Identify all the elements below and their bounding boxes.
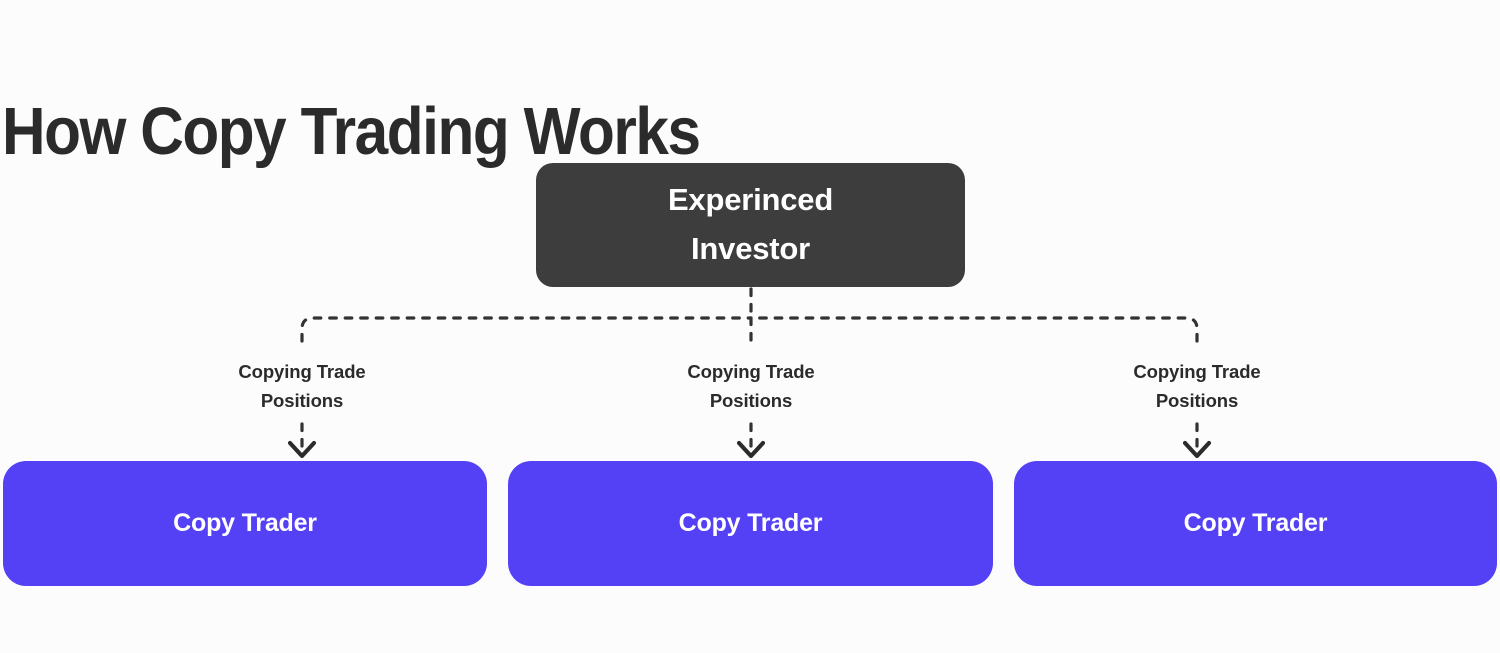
- connector-branch-left: [300, 316, 753, 343]
- edge-label-copying-trade-positions-2: Copying Trade Positions: [687, 361, 815, 411]
- arrowhead-icon-0: [287, 440, 317, 459]
- node-copy-trader-2[interactable]: Copy Trader: [508, 461, 993, 586]
- node-copy-trader-3-label: Copy Trader: [1183, 509, 1328, 537]
- connector-branch-right: [749, 316, 1199, 343]
- node-copy-trader-2-label: Copy Trader: [678, 509, 823, 537]
- node-copy-trader-1-label: Copy Trader: [173, 509, 317, 537]
- node-copy-trader-1[interactable]: Copy Trader: [3, 461, 487, 586]
- arrowhead-icon-2: [1182, 440, 1212, 459]
- node-copy-trader-3[interactable]: Copy Trader: [1014, 461, 1497, 586]
- page-title: How Copy Trading Works: [2, 93, 701, 169]
- arrowhead-icon-1: [736, 440, 766, 459]
- node-experienced-investor-label: Experinced Investor: [667, 182, 834, 266]
- edge-label-copying-trade-positions-1: Copying Trade Positions: [238, 361, 366, 411]
- node-experienced-investor[interactable]: Experinced Investor: [536, 163, 965, 287]
- edge-label-copying-trade-positions-3: Copying Trade Positions: [1133, 361, 1261, 411]
